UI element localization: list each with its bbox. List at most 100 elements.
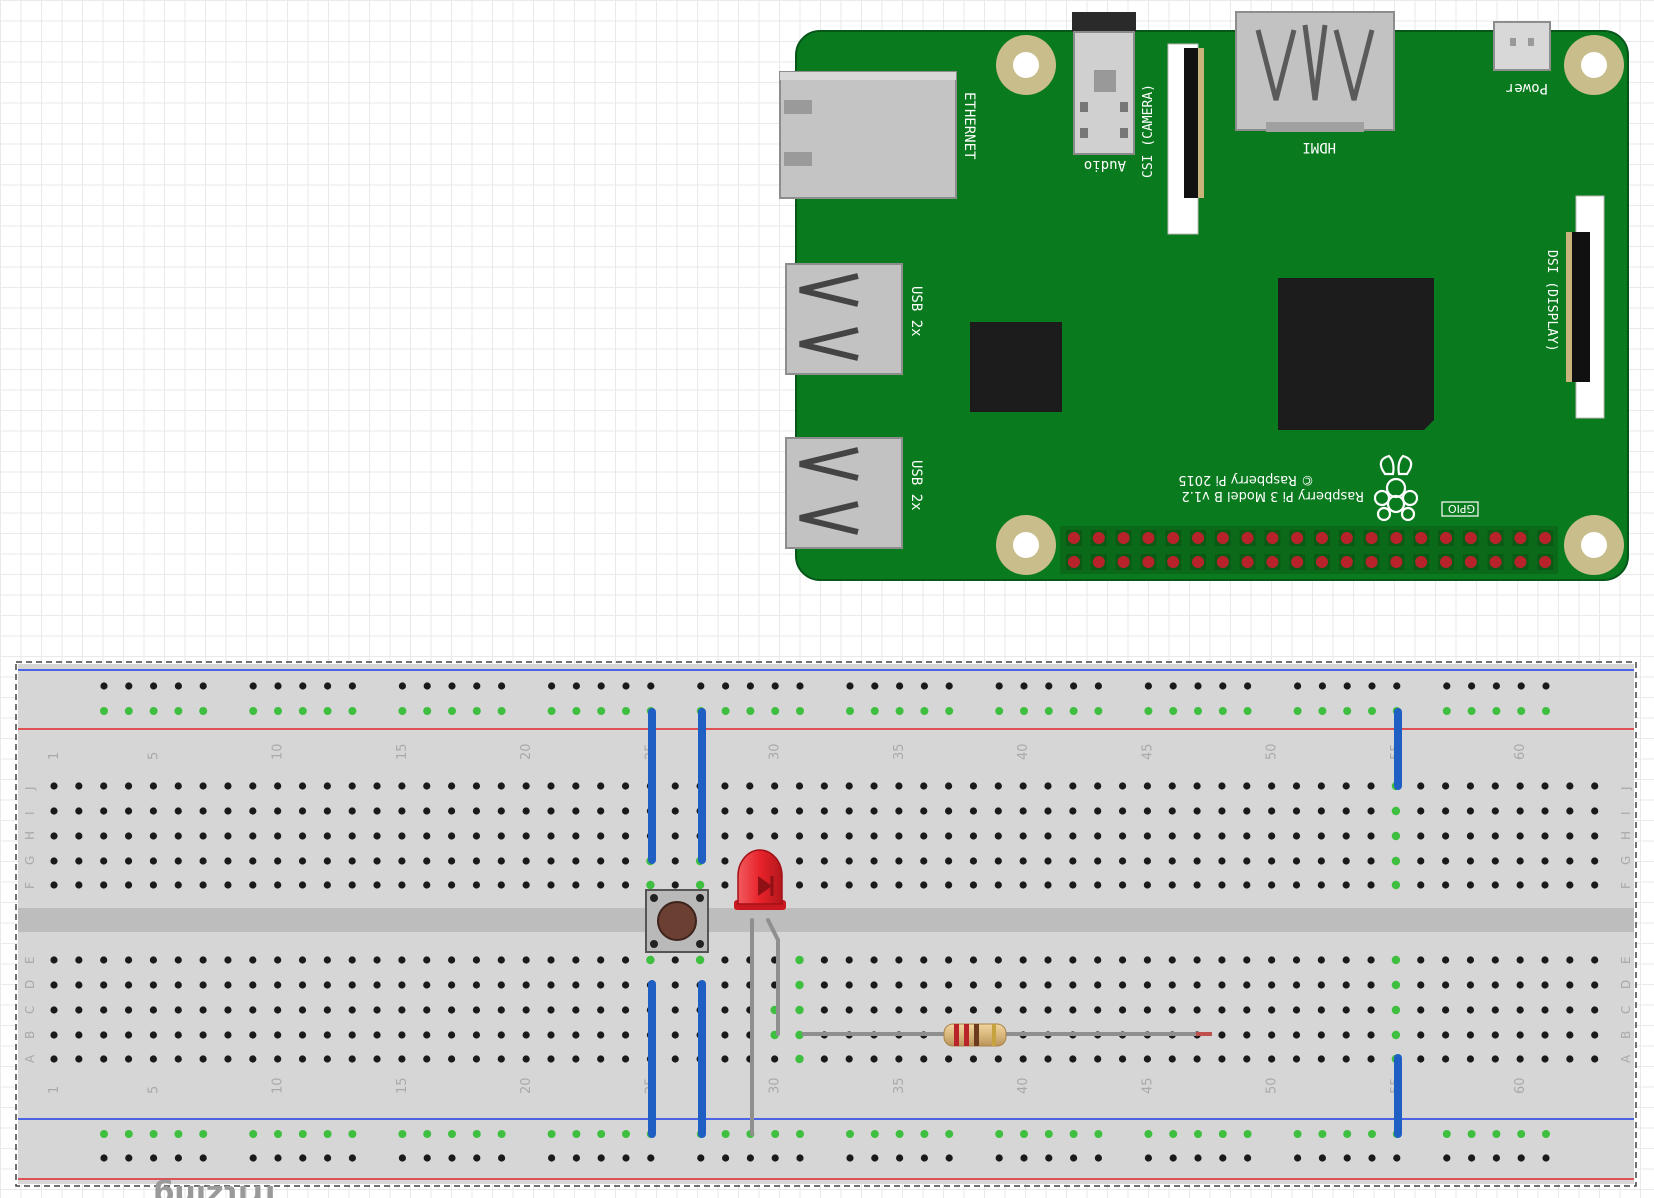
rail-hole bbox=[348, 682, 356, 690]
breadboard-hole bbox=[572, 1006, 580, 1014]
gpio-pin bbox=[1340, 556, 1353, 568]
breadboard-hole bbox=[249, 807, 257, 815]
breadboard-hole bbox=[1417, 857, 1425, 865]
rail-hole bbox=[1343, 1154, 1351, 1162]
breadboard-hole bbox=[224, 981, 232, 989]
rail-hole bbox=[398, 1130, 407, 1138]
breadboard-hole bbox=[298, 981, 307, 989]
rail-hole bbox=[174, 682, 182, 690]
gpio-header bbox=[1060, 526, 1558, 574]
row-letter-label: A bbox=[1619, 1054, 1633, 1063]
breadboard-hole bbox=[994, 981, 1002, 989]
resistor[interactable] bbox=[802, 1023, 1212, 1047]
breadboard-hole bbox=[1243, 881, 1251, 889]
breadboard-hole bbox=[1069, 956, 1077, 964]
rail-hole bbox=[1144, 1154, 1152, 1162]
usb-port-1-icon bbox=[785, 263, 903, 375]
breadboard-hole bbox=[1516, 807, 1524, 815]
breadboard[interactable]: 1155101015152020252530303535404045455050… bbox=[15, 661, 1637, 1198]
breadboard-hole bbox=[124, 981, 133, 989]
breadboard-hole bbox=[1094, 832, 1102, 840]
rail-hole bbox=[1517, 1130, 1526, 1138]
breadboard-hole bbox=[1193, 1006, 1201, 1014]
breadboard-hole bbox=[895, 956, 903, 964]
breadboard-hole bbox=[224, 857, 232, 865]
row-letter-label: E bbox=[23, 956, 37, 964]
rail-hole bbox=[473, 1154, 481, 1162]
mounting-hole-tl-icon bbox=[996, 35, 1056, 95]
breadboard-hole bbox=[721, 981, 729, 989]
rail-hole bbox=[249, 682, 257, 690]
rail-hole bbox=[1020, 1130, 1028, 1138]
rail-hole bbox=[945, 682, 953, 690]
breadboard-hole bbox=[1367, 1031, 1375, 1039]
breadboard-hole bbox=[1292, 1055, 1301, 1063]
breadboard-hole bbox=[1367, 807, 1375, 815]
breadboard-hole bbox=[597, 1006, 605, 1014]
breadboard-hole bbox=[1317, 832, 1325, 840]
breadboard-hole bbox=[1342, 857, 1350, 865]
rail-hole bbox=[1020, 1154, 1028, 1162]
breadboard-hole bbox=[1317, 1031, 1325, 1039]
breadboard-hole bbox=[1193, 881, 1201, 889]
rail-hole bbox=[771, 682, 779, 690]
breadboard-hole bbox=[895, 881, 903, 889]
csi-camera-connector-icon bbox=[1167, 43, 1204, 235]
breadboard-hole bbox=[423, 956, 431, 964]
breadboard-hole bbox=[1243, 1055, 1251, 1063]
breadboard-hole bbox=[50, 1055, 58, 1063]
breadboard-hole bbox=[969, 807, 978, 815]
breadboard-hole bbox=[795, 881, 804, 889]
breadboard-hole bbox=[920, 807, 928, 815]
breadboard-hole bbox=[1591, 832, 1599, 840]
breadboard-hole bbox=[845, 832, 853, 840]
column-number-label: 30 bbox=[768, 1077, 783, 1094]
breadboard-hole bbox=[721, 1006, 729, 1014]
breadboard-hole bbox=[820, 807, 828, 815]
raspberry-pi-board[interactable]: ETHERNET Audio CSI (CAMERA) HDMI bbox=[779, 11, 1629, 581]
breadboard-hole bbox=[1516, 981, 1524, 989]
rail-hole bbox=[423, 707, 432, 715]
breadboard-hole bbox=[1317, 807, 1325, 815]
rail-hole bbox=[1219, 1154, 1227, 1162]
breadboard-hole bbox=[423, 881, 431, 889]
breadboard-hole bbox=[224, 1055, 232, 1063]
breadboard-hole bbox=[1193, 1055, 1201, 1063]
breadboard-hole bbox=[149, 981, 157, 989]
red-led-icon[interactable] bbox=[734, 849, 786, 910]
breadboard-hole bbox=[1069, 807, 1077, 815]
rail-hole bbox=[1243, 707, 1252, 715]
breadboard-hole bbox=[1218, 807, 1226, 815]
push-button[interactable] bbox=[645, 889, 709, 953]
rail-hole bbox=[1094, 1154, 1102, 1162]
rail-hole bbox=[1517, 682, 1525, 690]
breadboard-hole bbox=[1069, 832, 1077, 840]
breadboard-hole bbox=[124, 857, 133, 865]
breadboard-hole bbox=[124, 1055, 133, 1063]
breadboard-hole bbox=[298, 956, 307, 964]
rail-hole bbox=[896, 682, 904, 690]
breadboard-hole bbox=[50, 956, 58, 964]
breadboard-hole bbox=[621, 857, 630, 865]
rail-hole bbox=[647, 1154, 655, 1162]
breadboard-hole bbox=[1516, 881, 1524, 889]
breadboard-hole bbox=[795, 782, 804, 790]
mounting-hole-tr-icon bbox=[1564, 35, 1624, 95]
jumper-wire-group bbox=[648, 708, 1402, 1138]
breadboard-hole bbox=[1268, 782, 1276, 790]
rail-hole bbox=[423, 1154, 431, 1162]
breadboard-hole bbox=[945, 807, 953, 815]
gpio-pin bbox=[1291, 532, 1304, 544]
rail-hole bbox=[1094, 682, 1102, 690]
breadboard-hole bbox=[671, 807, 679, 815]
breadboard-hole bbox=[249, 782, 257, 790]
gpio-pin bbox=[1464, 556, 1477, 568]
breadboard-hole bbox=[100, 981, 108, 989]
rail-hole bbox=[299, 1154, 307, 1162]
breadboard-hole bbox=[1243, 956, 1251, 964]
breadboard-hole bbox=[1491, 1055, 1499, 1063]
breadboard-hole bbox=[1466, 956, 1475, 964]
rail-hole bbox=[348, 1154, 356, 1162]
push-button-cap-icon bbox=[657, 901, 697, 941]
breadboard-hole bbox=[1143, 981, 1151, 989]
